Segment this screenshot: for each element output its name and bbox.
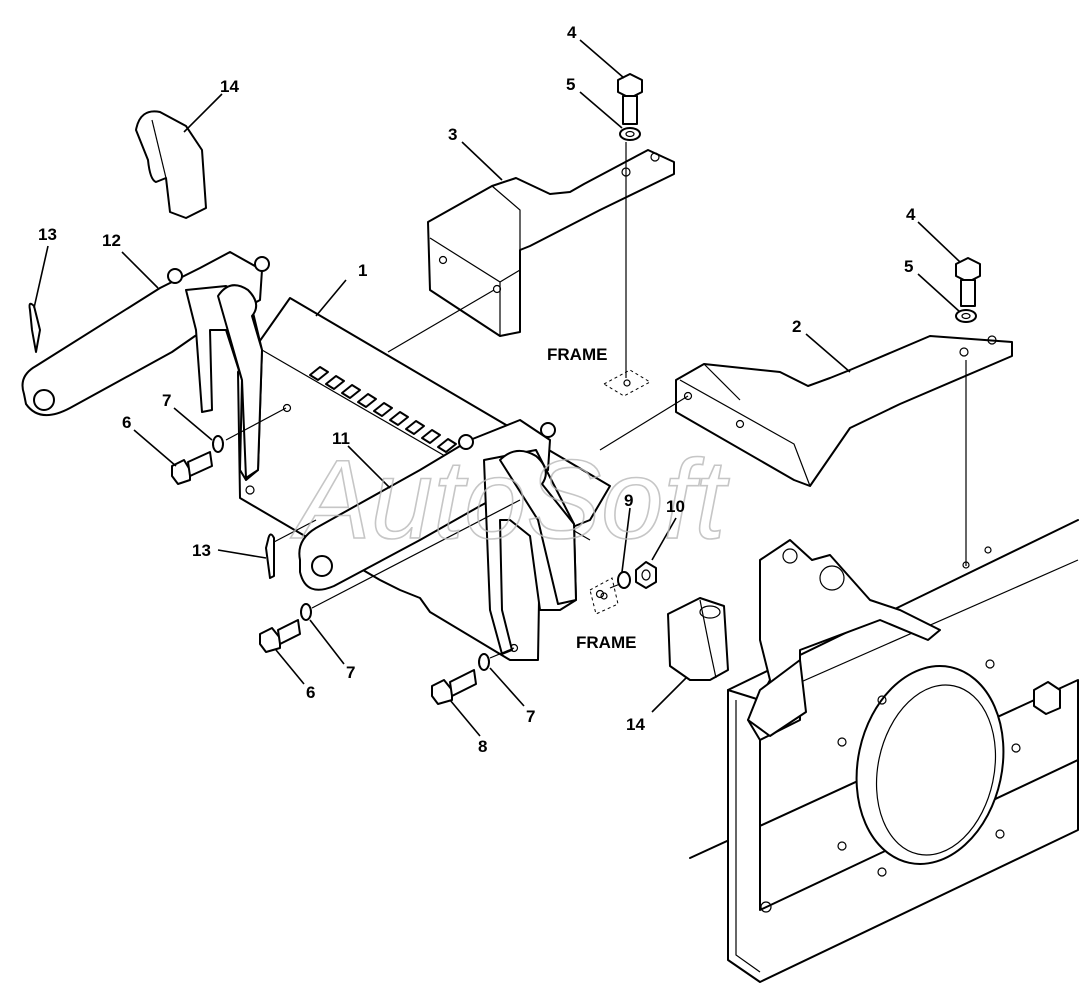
callout-11: 11 [332, 429, 350, 448]
bolt-4-upper [617, 73, 643, 125]
callout-14-lower: 14 [626, 715, 645, 734]
callout-6-upper: 6 [122, 413, 131, 432]
washer-7-lower-left [300, 603, 312, 621]
callout-14-upper: 14 [220, 77, 239, 96]
frame-label-lower: FRAME [576, 633, 636, 652]
chassis-frame-rail [689, 519, 1079, 983]
callout-4-upper: 4 [567, 23, 577, 42]
washer-5-upper [619, 127, 641, 141]
watermark-text: AutoSoft [290, 437, 730, 562]
frame-pad-upper [602, 369, 652, 397]
left-hinge-arm [21, 251, 270, 481]
washer-5-lower [955, 309, 977, 323]
bolt-8 [431, 669, 477, 705]
bracket-teeth [309, 366, 457, 453]
nut-10 [635, 561, 657, 589]
callout-6-lower: 6 [306, 683, 315, 702]
callout-4-lower: 4 [906, 205, 916, 224]
callout-13-lower: 13 [192, 541, 211, 560]
right-bracket [675, 335, 1013, 487]
washer-9 [617, 571, 631, 589]
callout-7-upper: 7 [162, 391, 171, 410]
washer-7-upper [212, 435, 224, 453]
callout-7-lower-left: 7 [346, 663, 355, 682]
callout-7-lower-right: 7 [526, 707, 535, 726]
callout-labels: 1 2 3 4 4 5 5 6 6 7 7 7 8 9 10 11 12 13 … [38, 23, 916, 756]
alignment-lines [225, 142, 967, 659]
callout-13-left: 13 [38, 225, 57, 244]
bolt-4-lower [955, 257, 981, 307]
callout-8: 8 [478, 737, 487, 756]
frame-label-upper: FRAME [547, 345, 607, 364]
callout-1: 1 [358, 261, 367, 280]
callout-3: 3 [448, 125, 457, 144]
washer-7-lower-right [478, 653, 490, 671]
callout-9: 9 [624, 491, 633, 510]
frame-pad-lower [589, 577, 619, 615]
bolt-6-upper [171, 451, 213, 485]
callout-2: 2 [792, 317, 801, 336]
snap-cover-bottom [667, 597, 729, 681]
upper-left-bracket [427, 149, 675, 337]
callout-5-lower: 5 [904, 257, 913, 276]
cotter-pin-lower [265, 533, 275, 579]
cotter-pin-left [28, 302, 41, 353]
callout-5-upper: 5 [566, 75, 575, 94]
leader-lines [33, 39, 961, 737]
snap-cover-top [135, 110, 207, 219]
bolt-6-lower [259, 619, 301, 653]
callout-10: 10 [666, 497, 685, 516]
callout-12: 12 [102, 231, 121, 250]
right-hinge-arm [298, 419, 577, 655]
